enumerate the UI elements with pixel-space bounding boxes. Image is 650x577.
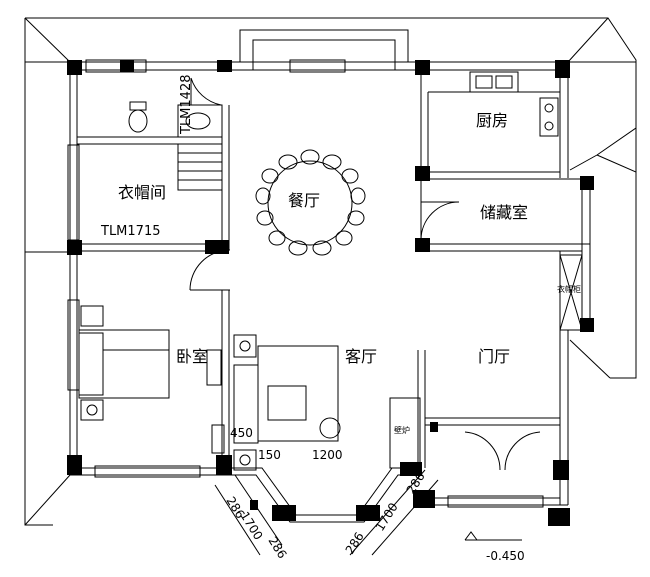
code-tlm1715: TLM1715: [100, 224, 160, 239]
dim-286-c: 286: [343, 530, 367, 557]
label-wardrobe: 衣帽柜: [557, 284, 581, 294]
elevation-label: -0.450: [486, 549, 525, 563]
dim-150: 150: [258, 448, 281, 462]
label-foyer: 门厅: [478, 347, 510, 366]
label-cloakroom: 衣帽间: [118, 183, 166, 202]
windows: [67, 59, 544, 508]
interior-walls: [77, 70, 591, 475]
label-kitchen: 厨房: [476, 111, 508, 130]
dimension-lines: [214, 469, 522, 556]
roof-outline: [24, 17, 637, 526]
label-storage: 储藏室: [480, 203, 528, 222]
label-fireplace: 壁炉: [394, 425, 410, 435]
fixtures: [78, 71, 583, 471]
label-living: 客厅: [345, 347, 377, 366]
code-tlm1428: TLM1428: [179, 75, 194, 135]
columns: [67, 60, 594, 526]
dim-450: 450: [230, 426, 253, 440]
dim-286-b: 286: [265, 534, 289, 561]
dim-1200: 1200: [312, 448, 343, 462]
top-bay-window: [239, 29, 409, 70]
label-bedroom: 卧室: [176, 347, 208, 366]
doors: [189, 77, 541, 471]
dining-chairs: [255, 149, 366, 256]
label-dining: 餐厅: [288, 191, 320, 210]
